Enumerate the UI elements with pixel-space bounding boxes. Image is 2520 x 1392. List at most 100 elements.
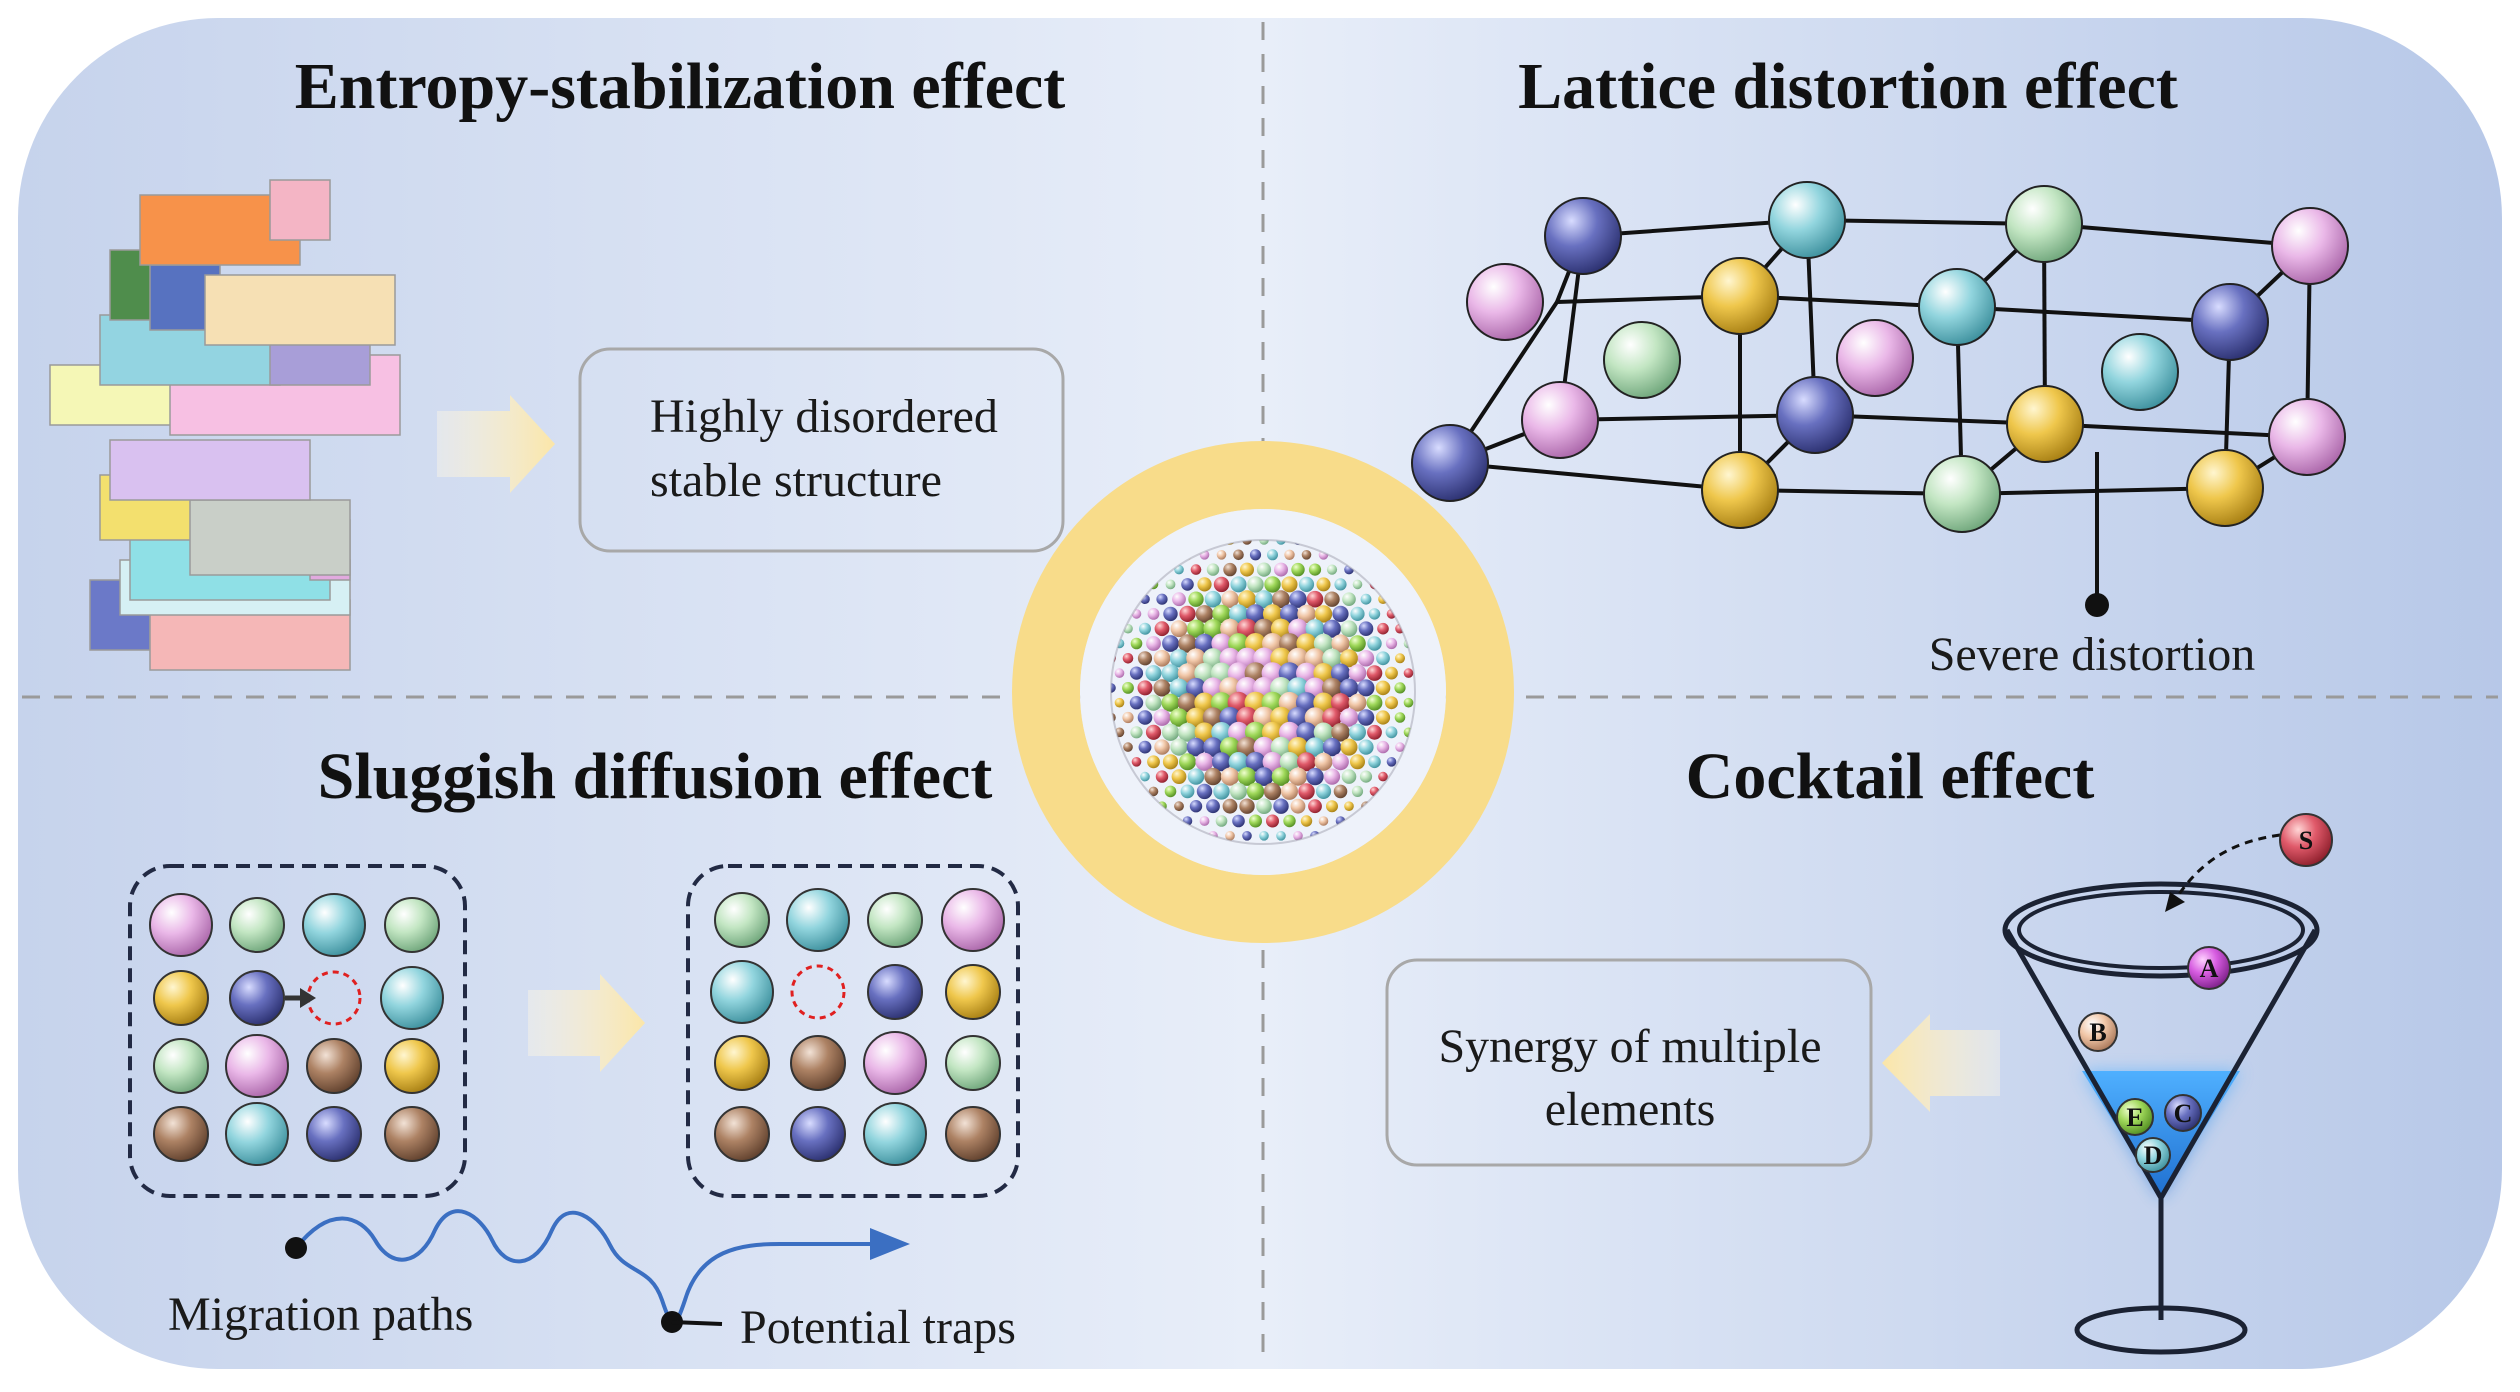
sphere-atom	[1263, 782, 1282, 801]
severe-distortion-label: Severe distortion	[1929, 628, 2256, 681]
sphere-atom	[1357, 709, 1375, 726]
sphere-atom	[1256, 798, 1272, 814]
sphere-atom	[1122, 682, 1134, 694]
sphere-atom	[1195, 605, 1214, 623]
sphere-atom	[1145, 724, 1162, 740]
sphere-atom	[1219, 737, 1241, 758]
sphere-atom	[1313, 633, 1334, 654]
sphere-atom	[1330, 693, 1351, 713]
sphere-atom	[1340, 738, 1358, 756]
migration-paths-label: Migration paths	[168, 1288, 473, 1341]
sphere-atom	[1366, 665, 1383, 681]
sphere-atom	[1197, 577, 1212, 592]
sphere-atom	[1162, 754, 1179, 770]
sphere-atom	[1254, 767, 1274, 786]
lattice-after-frame	[686, 864, 1020, 1198]
sphere-atom	[1186, 737, 1206, 757]
alloy-sphere	[1111, 540, 1414, 841]
svg-text:D: D	[2144, 1141, 2163, 1170]
sphere-atom	[1322, 707, 1342, 728]
sphere-atom	[1147, 755, 1160, 769]
sphere-atom	[1340, 649, 1358, 668]
sphere-atom	[1222, 798, 1238, 814]
sphere-atom	[1270, 736, 1292, 758]
sphere-atom	[1177, 663, 1198, 683]
sphere-atom	[1169, 678, 1189, 698]
sphere-atom	[1366, 694, 1383, 711]
sphere-atom	[1212, 604, 1231, 624]
sphere-atom	[1111, 683, 1116, 693]
sphere-atom	[1171, 769, 1187, 784]
sphere-atom	[1161, 693, 1180, 712]
sphere-atom	[1291, 562, 1305, 577]
box-line-1: Highly disordered	[650, 390, 998, 443]
sphere-atom	[1156, 593, 1168, 605]
sphere-atom	[1246, 782, 1265, 801]
sphere-atom	[1122, 653, 1134, 664]
sphere-atom	[1230, 576, 1247, 593]
sphere-atom	[1253, 736, 1275, 758]
sphere-atom	[1178, 634, 1197, 653]
sphere-atom	[1225, 831, 1235, 841]
sphere-atom	[1308, 563, 1322, 576]
sphere-atom	[1403, 668, 1414, 678]
sphere-atom	[1154, 621, 1170, 637]
sphere-atom	[1213, 576, 1230, 593]
sphere-atom	[1301, 550, 1312, 560]
sphere-atom	[1165, 579, 1176, 590]
sphere-atom	[1114, 697, 1125, 708]
sphere-atom	[1305, 619, 1325, 639]
drop-path	[2173, 833, 2281, 901]
svg-text:B: B	[2089, 1018, 2106, 1047]
cocktail-title: Cocktail effect	[1686, 740, 2095, 813]
sphere-atom	[1178, 722, 1197, 742]
stable-structure-box	[578, 347, 1065, 553]
sphere-atom	[1333, 784, 1348, 799]
sphere-atom	[1357, 679, 1375, 697]
sphere-atom	[1137, 680, 1153, 696]
arrow-right-icon-2	[528, 974, 645, 1072]
sphere-atom	[1129, 666, 1144, 680]
lattice-before-frame	[128, 864, 467, 1198]
sphere-atom	[1203, 737, 1223, 757]
sphere-atom	[1181, 578, 1194, 591]
sphere-atom	[1186, 677, 1206, 698]
svg-text:A: A	[2200, 954, 2219, 983]
sphere-atom	[1169, 649, 1189, 668]
sphere-atom	[1377, 622, 1389, 635]
sphere-atom	[1204, 590, 1222, 608]
sphere-atom	[1304, 707, 1326, 728]
sphere-atom	[1155, 770, 1169, 783]
sphere-atom	[1324, 591, 1340, 607]
sphere-atom	[1264, 576, 1281, 593]
sphere-atom	[1322, 677, 1342, 698]
sphere-atom	[1350, 606, 1365, 622]
element-ball-d: D	[2135, 1137, 2171, 1173]
sphere-atom	[1245, 604, 1266, 624]
sphere-atom	[1288, 618, 1308, 639]
sphere-atom	[1376, 740, 1390, 754]
sphere-atom	[1130, 726, 1143, 739]
sphere-atom	[1331, 634, 1350, 653]
sphere-atom	[1211, 722, 1232, 743]
sphere-atom	[1350, 754, 1365, 770]
sphere-atom	[1206, 799, 1220, 814]
sphere-atom	[1242, 831, 1252, 841]
sphere-atom	[1385, 696, 1398, 710]
sphere-atom	[1273, 798, 1289, 814]
sphere-atom	[1131, 609, 1142, 619]
sphere-atom	[1161, 723, 1180, 741]
sphere-atom	[1199, 816, 1210, 826]
sphere-atom	[1287, 737, 1309, 758]
sphere-atom	[1367, 636, 1382, 651]
sphere-atom	[1296, 722, 1317, 743]
sphere-atom	[1180, 784, 1195, 799]
sphere-atom	[1186, 648, 1206, 669]
sphere-atom	[1194, 633, 1215, 654]
migration-arrowhead-icon	[870, 1228, 910, 1260]
sphere-atom	[1314, 752, 1333, 771]
sphere-atom	[1194, 722, 1215, 743]
sphere-atom	[1359, 770, 1373, 783]
sphere-atom	[1340, 620, 1358, 637]
